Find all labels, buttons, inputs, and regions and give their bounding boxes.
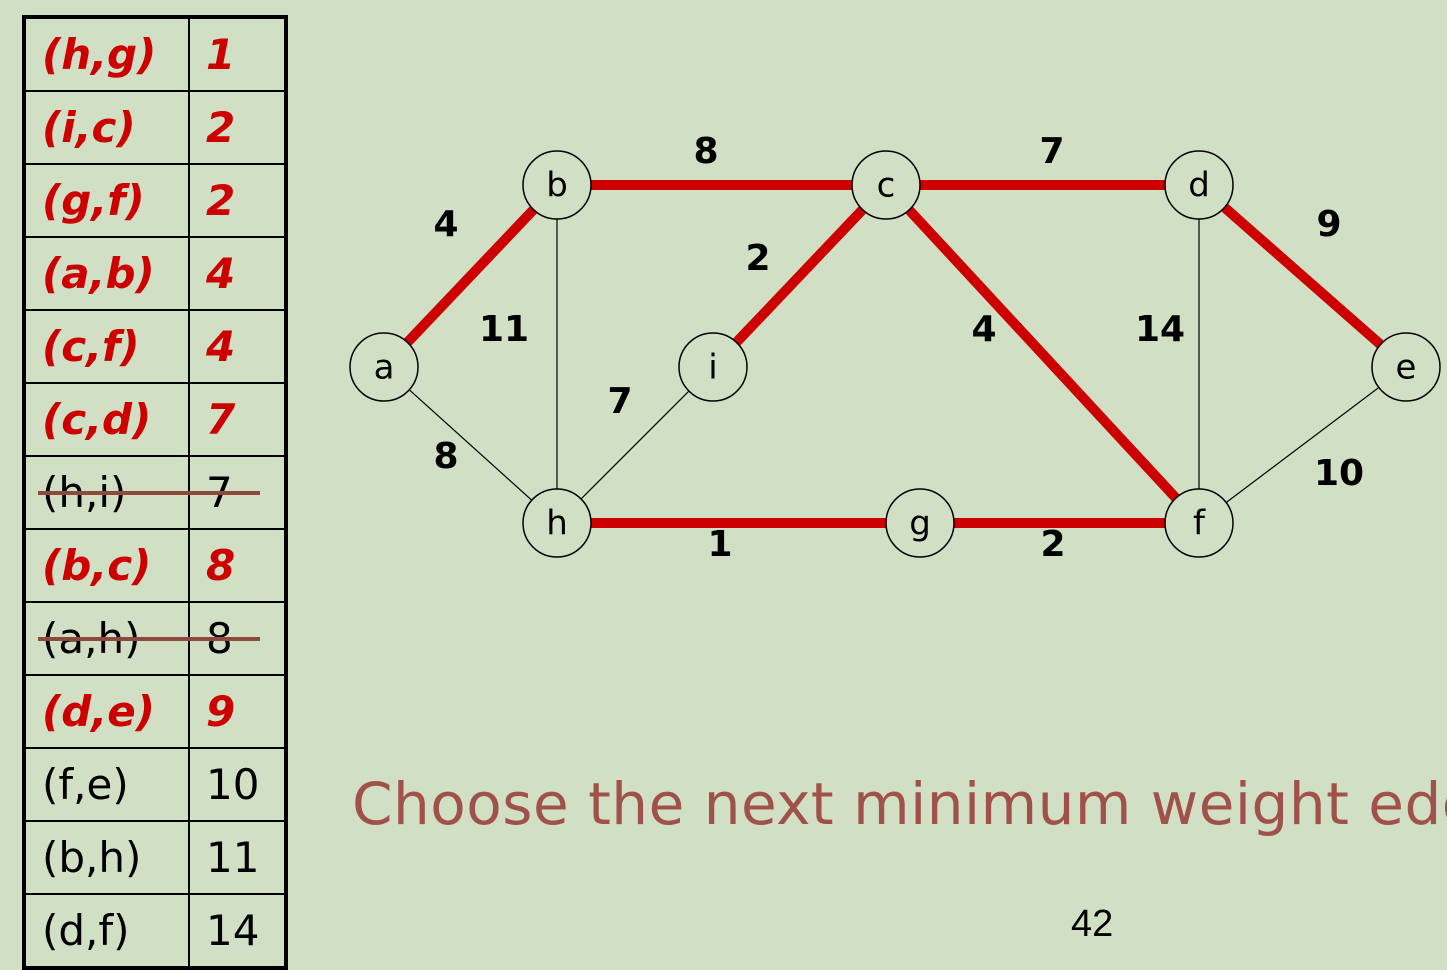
node-label: g: [909, 504, 931, 544]
weight-cell: 4: [188, 309, 287, 384]
table-row: (c,f)4: [23, 309, 287, 384]
edge-cell: (h,i): [23, 455, 190, 530]
edge-cell: (d,e): [23, 674, 190, 749]
node-b: b: [522, 150, 592, 220]
edge-weight-label-d-e: 9: [1316, 204, 1341, 245]
table-row: (f,e)10: [23, 747, 287, 822]
weight-cell: 10: [188, 747, 287, 822]
edge-cell: (b,c): [23, 528, 190, 603]
table-row: (i,c)2: [23, 90, 287, 165]
edge-weight-table: (h,g)1(i,c)2(g,f)2(a,b)4(c,f)4(c,d)7(h,i…: [22, 15, 288, 970]
node-h: h: [522, 488, 592, 558]
node-label: f: [1193, 504, 1206, 544]
node-d: d: [1164, 150, 1234, 220]
edge-weight-label-a-b: 4: [433, 204, 458, 245]
weight-cell: 8: [188, 601, 287, 676]
node-a: a: [349, 332, 419, 402]
node-circle: [1371, 332, 1441, 402]
node-c: c: [851, 150, 921, 220]
edge-cell: (h,g): [23, 16, 190, 92]
table-row: (d,f)14: [23, 893, 287, 969]
weight-cell: 2: [188, 163, 287, 238]
edge-weight-label-c-i: 2: [745, 238, 770, 279]
node-i: i: [678, 332, 748, 402]
table-row: (b,h)11: [23, 820, 287, 895]
node-label: a: [374, 348, 395, 388]
caption: Choose the next minimum weight edge: [352, 770, 1447, 838]
node-label: h: [546, 504, 568, 544]
node-g: g: [885, 488, 955, 558]
edge-weight-label-e-f: 10: [1314, 453, 1364, 494]
edge-weight-label-b-c: 8: [693, 131, 718, 172]
slide-number: 42: [1071, 903, 1114, 945]
table-row: (h,i)7: [23, 455, 287, 530]
edge-h-i: [556, 366, 714, 524]
node-label: b: [546, 166, 568, 206]
node-label: i: [708, 348, 717, 388]
edge-cell: (a,h): [23, 601, 190, 676]
edge-c-f: [882, 181, 1203, 527]
edge-cell: (c,d): [23, 382, 190, 457]
table-row: (g,f)2: [23, 163, 287, 238]
edge-weight-label-h-g: 1: [707, 524, 732, 565]
edge-a-h: [383, 366, 558, 524]
edge-cell: (f,e): [23, 747, 190, 822]
node-circle: [1164, 488, 1234, 558]
edge-cell: (a,b): [23, 236, 190, 311]
edge-weight-label-c-f: 4: [971, 309, 996, 350]
table-row: (a,b)4: [23, 236, 287, 311]
node-circle: [885, 488, 955, 558]
table-row: (a,h)8: [23, 601, 287, 676]
weight-cell: 1: [188, 16, 287, 92]
node-label: d: [1188, 166, 1210, 206]
node-circle: [522, 150, 592, 220]
edge-weight-label-h-i: 7: [607, 381, 632, 422]
edge-weight-label-c-d: 7: [1039, 131, 1064, 172]
node-circle: [678, 332, 748, 402]
weight-cell: 7: [188, 382, 287, 457]
edge-a-b: [380, 181, 561, 371]
table-row: (c,d)7: [23, 382, 287, 457]
edge-cell: (g,f): [23, 163, 190, 238]
edge-weight-label-b-h: 11: [479, 309, 529, 350]
edge-cell: (d,f): [23, 893, 190, 969]
node-label: e: [1396, 348, 1417, 388]
edge-d-e: [1195, 181, 1410, 371]
node-circle: [1164, 150, 1234, 220]
node-label: c: [877, 166, 896, 206]
edge-cell: (c,f): [23, 309, 190, 384]
weight-cell: 9: [188, 674, 287, 749]
node-e: e: [1371, 332, 1441, 402]
weight-cell: 14: [188, 893, 287, 969]
weight-cell: 2: [188, 90, 287, 165]
weight-cell: 4: [188, 236, 287, 311]
node-circle: [522, 488, 592, 558]
node-circle: [349, 332, 419, 402]
edge-weight-label-a-h: 8: [433, 436, 458, 477]
table-row: (b,c)8: [23, 528, 287, 603]
edge-weight-label-g-f: 2: [1040, 524, 1065, 565]
edge-cell: (b,h): [23, 820, 190, 895]
table-row: (d,e)9: [23, 674, 287, 749]
weight-cell: 11: [188, 820, 287, 895]
weight-cell: 7: [188, 455, 287, 530]
edge-cell: (i,c): [23, 90, 190, 165]
node-circle: [851, 150, 921, 220]
node-f: f: [1164, 488, 1234, 558]
edge-weight-label-d-f: 14: [1135, 309, 1185, 350]
weight-cell: 8: [188, 528, 287, 603]
edge-e-f: [1198, 366, 1407, 524]
edge-c-i: [709, 181, 890, 371]
table-row: (h,g)1: [23, 16, 287, 92]
